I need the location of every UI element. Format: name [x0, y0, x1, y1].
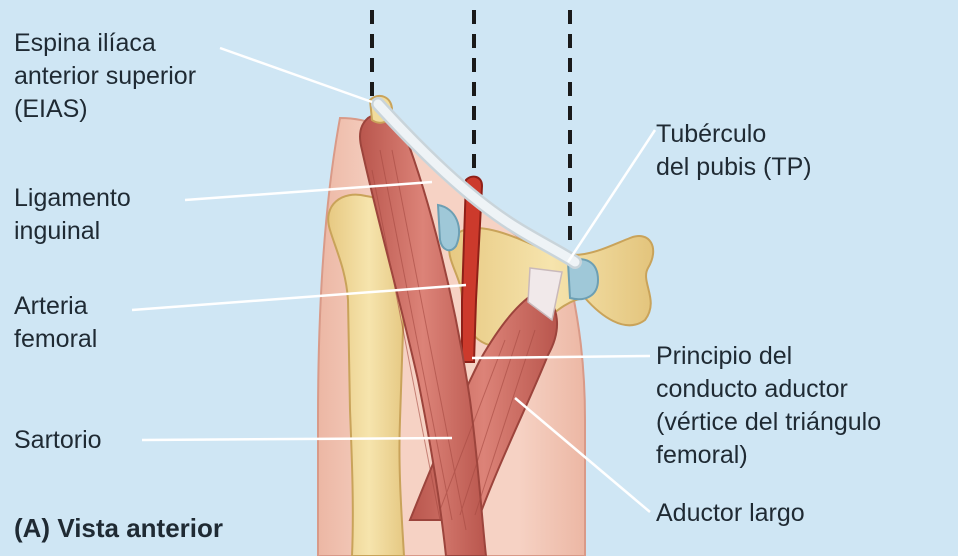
label-eias-line-3: (EIAS): [14, 93, 196, 126]
label-aductor-largo: Aductor largo: [656, 497, 805, 530]
label-tuberculo-pubis: Tubérculo del pubis (TP): [656, 118, 812, 184]
label-eias-line-1: Espina ilíaca: [14, 27, 196, 60]
label-eias: Espina ilíaca anterior superior (EIAS): [14, 27, 196, 126]
label-principio-line-3: (vértice del triángulo: [656, 406, 881, 439]
label-arteria-femoral: Arteria femoral: [14, 290, 97, 356]
label-ligamento-inguinal: Ligamento inguinal: [14, 182, 131, 248]
label-arteria-line-1: Arteria: [14, 290, 97, 323]
leader-eias: [220, 48, 372, 102]
label-ligamento-line-1: Ligamento: [14, 182, 131, 215]
label-principio-conducto: Principio del conducto aductor (vértice …: [656, 340, 881, 472]
label-arteria-line-2: femoral: [14, 323, 97, 356]
label-ligamento-line-2: inguinal: [14, 215, 131, 248]
label-tuberculo-line-1: Tubérculo: [656, 118, 812, 151]
label-aductor-line-1: Aductor largo: [656, 497, 805, 530]
label-sartorio: Sartorio: [14, 424, 102, 457]
figure-caption: (A) Vista anterior: [14, 512, 223, 545]
label-principio-line-4: femoral): [656, 439, 881, 472]
label-principio-line-2: conducto aductor: [656, 373, 881, 406]
label-eias-line-2: anterior superior: [14, 60, 196, 93]
label-principio-line-1: Principio del: [656, 340, 881, 373]
label-sartorio-line-1: Sartorio: [14, 424, 102, 457]
label-tuberculo-line-2: del pubis (TP): [656, 151, 812, 184]
